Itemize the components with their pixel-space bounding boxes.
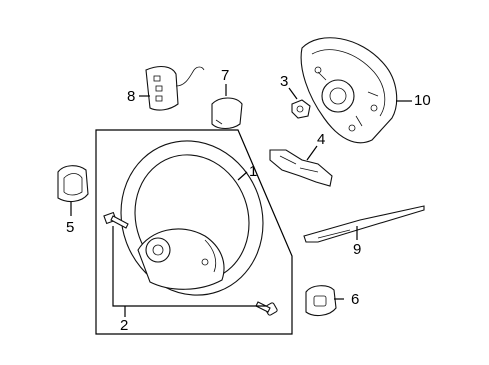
bracket-part-4 xyxy=(269,149,333,187)
bolt-part-lower xyxy=(255,301,278,316)
callout-8: 8 xyxy=(127,88,136,105)
callout-9: 9 xyxy=(353,241,362,258)
callout-4: 4 xyxy=(317,131,326,148)
callout-2: 2 xyxy=(120,317,129,334)
assembly-frame xyxy=(95,129,293,335)
trim-strip-part-9 xyxy=(303,205,425,243)
callout-6: 6 xyxy=(351,291,360,308)
callout-10: 10 xyxy=(414,92,431,109)
nut-part-3 xyxy=(291,99,311,119)
airbag-module-part-10 xyxy=(300,37,398,144)
bolt-part-upper xyxy=(103,211,129,229)
callout-3: 3 xyxy=(280,73,289,90)
switch-part-8 xyxy=(145,65,205,111)
pad-part-7 xyxy=(211,97,243,130)
switch-cover-part-5 xyxy=(57,165,89,203)
callout-5: 5 xyxy=(66,219,75,236)
small-switch-part-6 xyxy=(305,285,337,317)
callout-7: 7 xyxy=(221,67,230,84)
callout-1: 1 xyxy=(249,163,258,180)
steering-wheel-part xyxy=(120,140,264,296)
